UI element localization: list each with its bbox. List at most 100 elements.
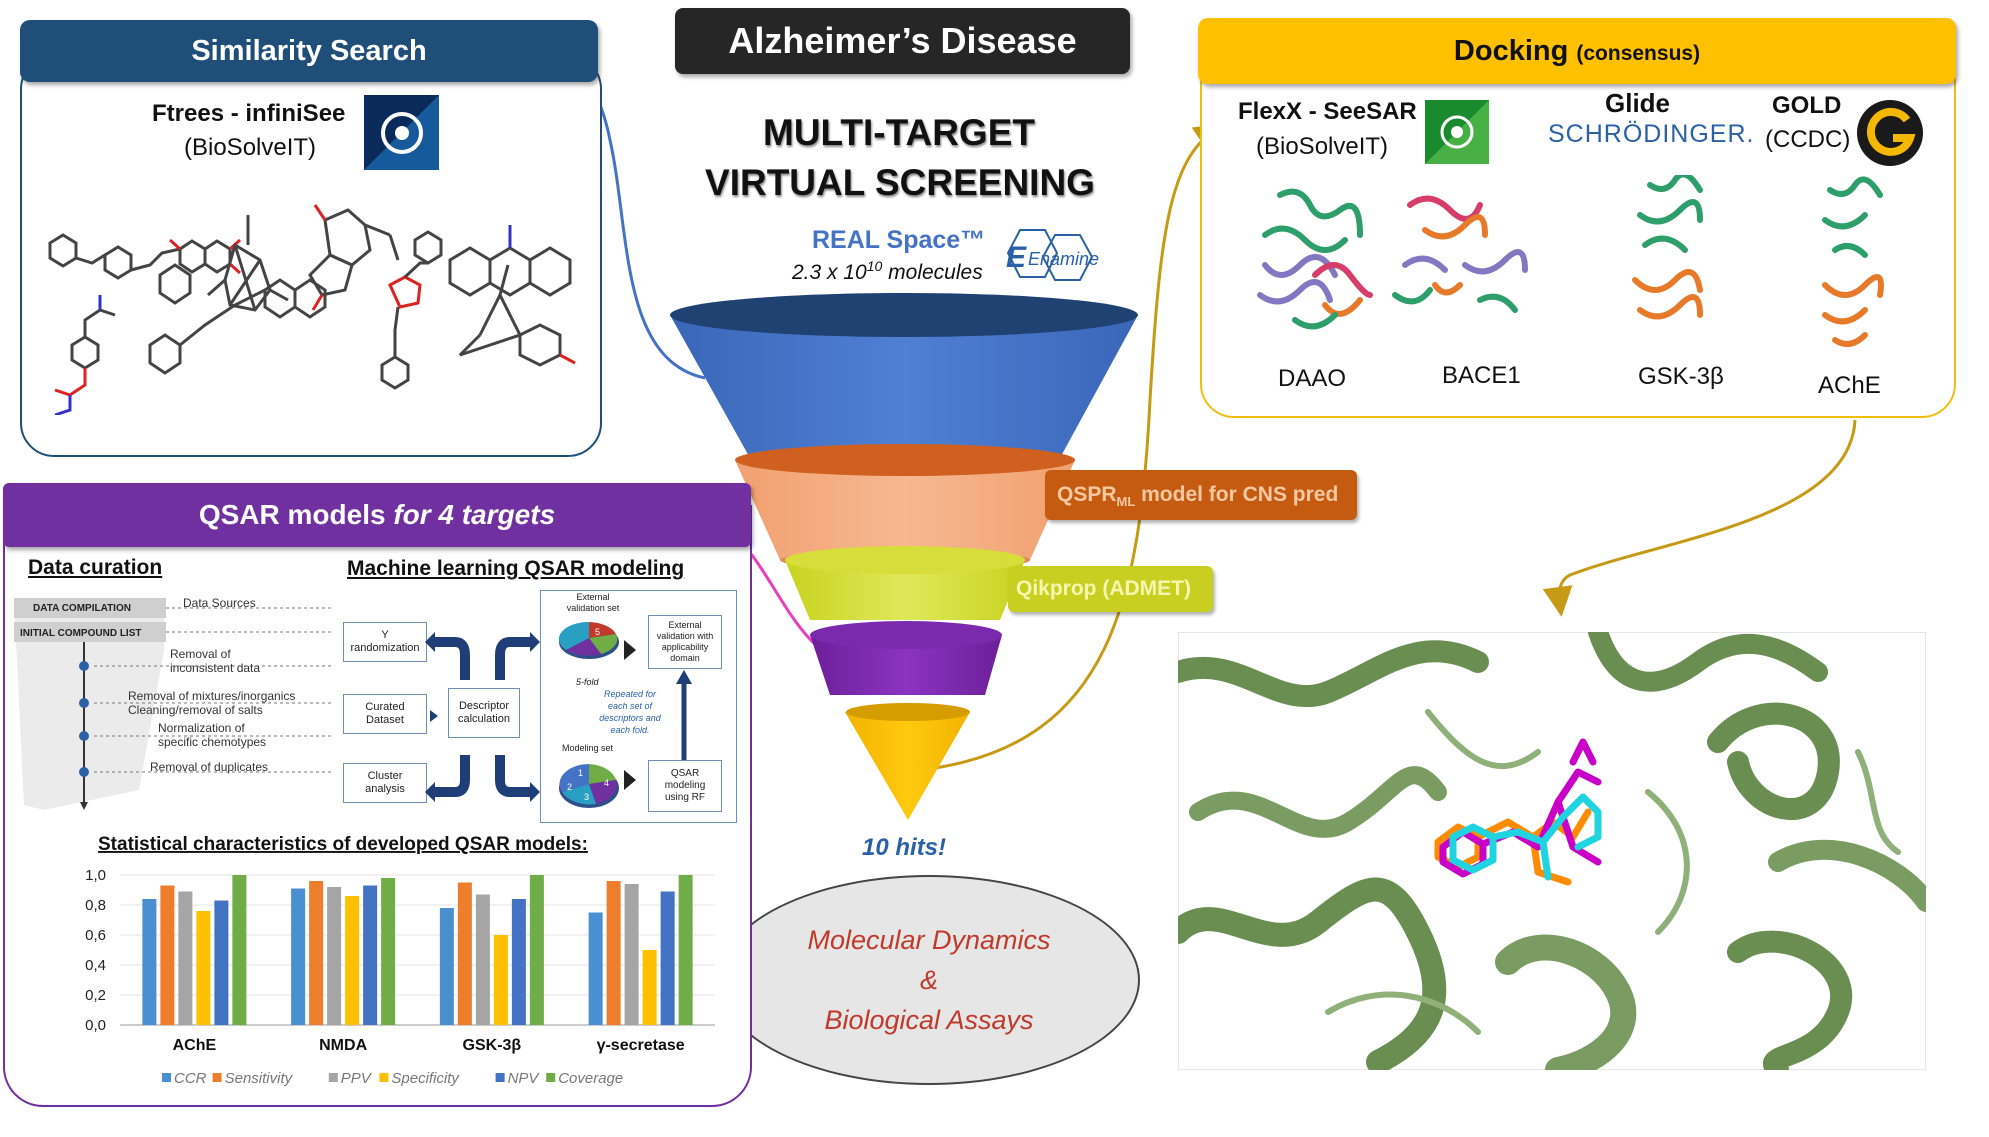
chart-bar-npv	[214, 900, 229, 1025]
qikprop-label: Qikprop (ADMET)	[1008, 566, 1213, 612]
chart-ytick-label: 0,4	[85, 957, 106, 974]
similarity-tool-name: Ftrees - infiniSee	[152, 100, 346, 127]
top-title: Alzheimer’s Disease	[675, 8, 1130, 74]
similarity-header: Similarity Search	[20, 20, 598, 82]
qsar-header-italic: for 4 targets	[393, 499, 556, 530]
docked-complex-image	[1178, 632, 1926, 1070]
chart-category-label: GSK-3β	[463, 1037, 522, 1054]
chart-legend-label: NPV	[508, 1070, 541, 1087]
ccdc-gold-logo	[1857, 100, 1923, 166]
chart-bar-npv	[511, 899, 526, 1025]
ml-ext-val-2: validation with	[656, 631, 714, 641]
chart-legend-swatch	[212, 1073, 222, 1082]
qspr-prefix: QSPR	[1057, 483, 1117, 506]
molecule-count: 2.3 x 1010 molecules	[792, 258, 983, 285]
chart-legend-label: Sensitivity	[225, 1070, 294, 1087]
qsar-header-main: QSAR models	[198, 499, 394, 530]
chart-bar-coverage	[232, 875, 247, 1025]
md-line1: Molecular Dynamics	[807, 925, 1051, 955]
docking-header-sub: (consensus)	[1576, 42, 1701, 65]
chart-ytick-label: 0,6	[85, 927, 106, 944]
data-curation-title: Data curation	[28, 556, 163, 579]
ml-pie-label-4: 4	[604, 778, 609, 788]
gold-vendor: (CCDC)	[1765, 126, 1851, 153]
molecule-count-base: 2.3 x 10	[792, 261, 867, 284]
chart-category-label: AChE	[173, 1037, 217, 1054]
ml-pie-label-1: 1	[578, 768, 583, 778]
chart-bar-npv	[363, 885, 378, 1025]
funnel-stage-qikprop	[785, 560, 1025, 620]
chart-bar-ccr	[439, 908, 454, 1025]
ml-ext-val-3: applicability	[661, 642, 709, 652]
chart-category-label: NMDA	[319, 1037, 367, 1054]
enamine-logo: E Enamine	[1006, 229, 1099, 281]
chart-bar-specificity	[196, 911, 211, 1025]
ml-pie-modeling: 1 2 3 4	[559, 764, 619, 808]
md-line3: Biological Assays	[824, 1005, 1034, 1035]
target-label-daao: DAAO	[1278, 365, 1347, 392]
flexx-name: FlexX - SeeSAR	[1238, 98, 1417, 125]
ml-pie-label-2: 2	[567, 782, 572, 792]
ml-qsar-rf-2: modeling	[664, 780, 706, 791]
chart-bar-sensitivity	[309, 881, 324, 1025]
chart-legend-label: CCR	[174, 1070, 207, 1087]
flexx-vendor: (BioSolveIT)	[1256, 133, 1389, 160]
ml-ext-set-2: validation set	[566, 603, 620, 613]
docking-protein-structures	[1257, 175, 1884, 347]
arrow-to-complex	[1542, 419, 1857, 617]
funnel-stage-qspr	[735, 460, 1075, 560]
ml-y-rand-1: Y	[381, 629, 389, 641]
ml-pie-label-3: 3	[584, 792, 589, 802]
ml-cluster-2: analysis	[365, 783, 405, 795]
chart-bar-specificity	[493, 935, 508, 1025]
target-label-bace1: BACE1	[1442, 362, 1521, 389]
enamine-logo-text: Enamine	[1028, 249, 1099, 269]
curation-step2b: Cleaning/removal of salts	[128, 703, 263, 717]
ml-flow-arrows	[425, 632, 540, 802]
ml-ext-val-4: domain	[670, 653, 700, 663]
chart-ytick-label: 0,8	[85, 897, 106, 914]
ml-pie-ext-label: 5	[595, 627, 600, 637]
curation-data-compilation: DATA COMPILATION	[33, 603, 131, 614]
target-label-ache: AChE	[1818, 372, 1881, 399]
curation-data-sources: Data Sources	[183, 596, 256, 610]
ml-repeated-4: each fold.	[610, 725, 650, 735]
md-assays-ellipse	[718, 875, 1140, 1085]
gold-name: GOLD	[1772, 92, 1842, 119]
ml-cluster-1: Cluster	[367, 770, 403, 782]
chart-bar-ccr	[588, 912, 603, 1025]
qspr-sub: ML	[1116, 494, 1136, 510]
ml-fold: 5-fold	[576, 677, 599, 687]
target-label-gsk3b: GSK-3β	[1638, 363, 1724, 390]
svg-text:E: E	[1006, 241, 1027, 274]
curation-step1a: Removal of	[170, 647, 231, 661]
curation-step4: Removal of duplicates	[150, 760, 269, 774]
chart-bar-ppv	[178, 891, 193, 1025]
multi-target-title-line2: VIRTUAL SCREENING	[705, 162, 1095, 203]
chart-legend-swatch	[495, 1073, 505, 1082]
md-line2: &	[919, 965, 938, 995]
ml-up-arrow	[676, 670, 692, 762]
docking-panel	[1200, 50, 1956, 418]
arrow-to-docking	[934, 123, 1225, 770]
qsar-header: QSAR models for 4 targets	[3, 483, 751, 547]
chart-title: Statistical characteristics of developed…	[98, 834, 588, 855]
curation-step3a: Normalization of	[158, 721, 245, 735]
chart-bar-npv	[660, 891, 675, 1025]
chart-ytick-label: 0,0	[85, 1017, 106, 1034]
ml-repeated-3: descriptors and	[599, 713, 661, 723]
qspr-suffix: model for CNS pred	[1135, 483, 1339, 506]
chart-bar-coverage	[678, 875, 693, 1025]
ml-repeated-1: Repeated for	[603, 689, 657, 699]
ml-internal-arrows	[624, 640, 636, 790]
ml-descriptor-2: calculation	[458, 713, 510, 725]
ml-repeated-2: each set of	[607, 701, 653, 711]
ml-modeling-set: Modeling set	[562, 743, 614, 753]
curation-step3b: specific chemotypes	[158, 735, 267, 749]
chart-bar-sensitivity	[457, 882, 472, 1025]
